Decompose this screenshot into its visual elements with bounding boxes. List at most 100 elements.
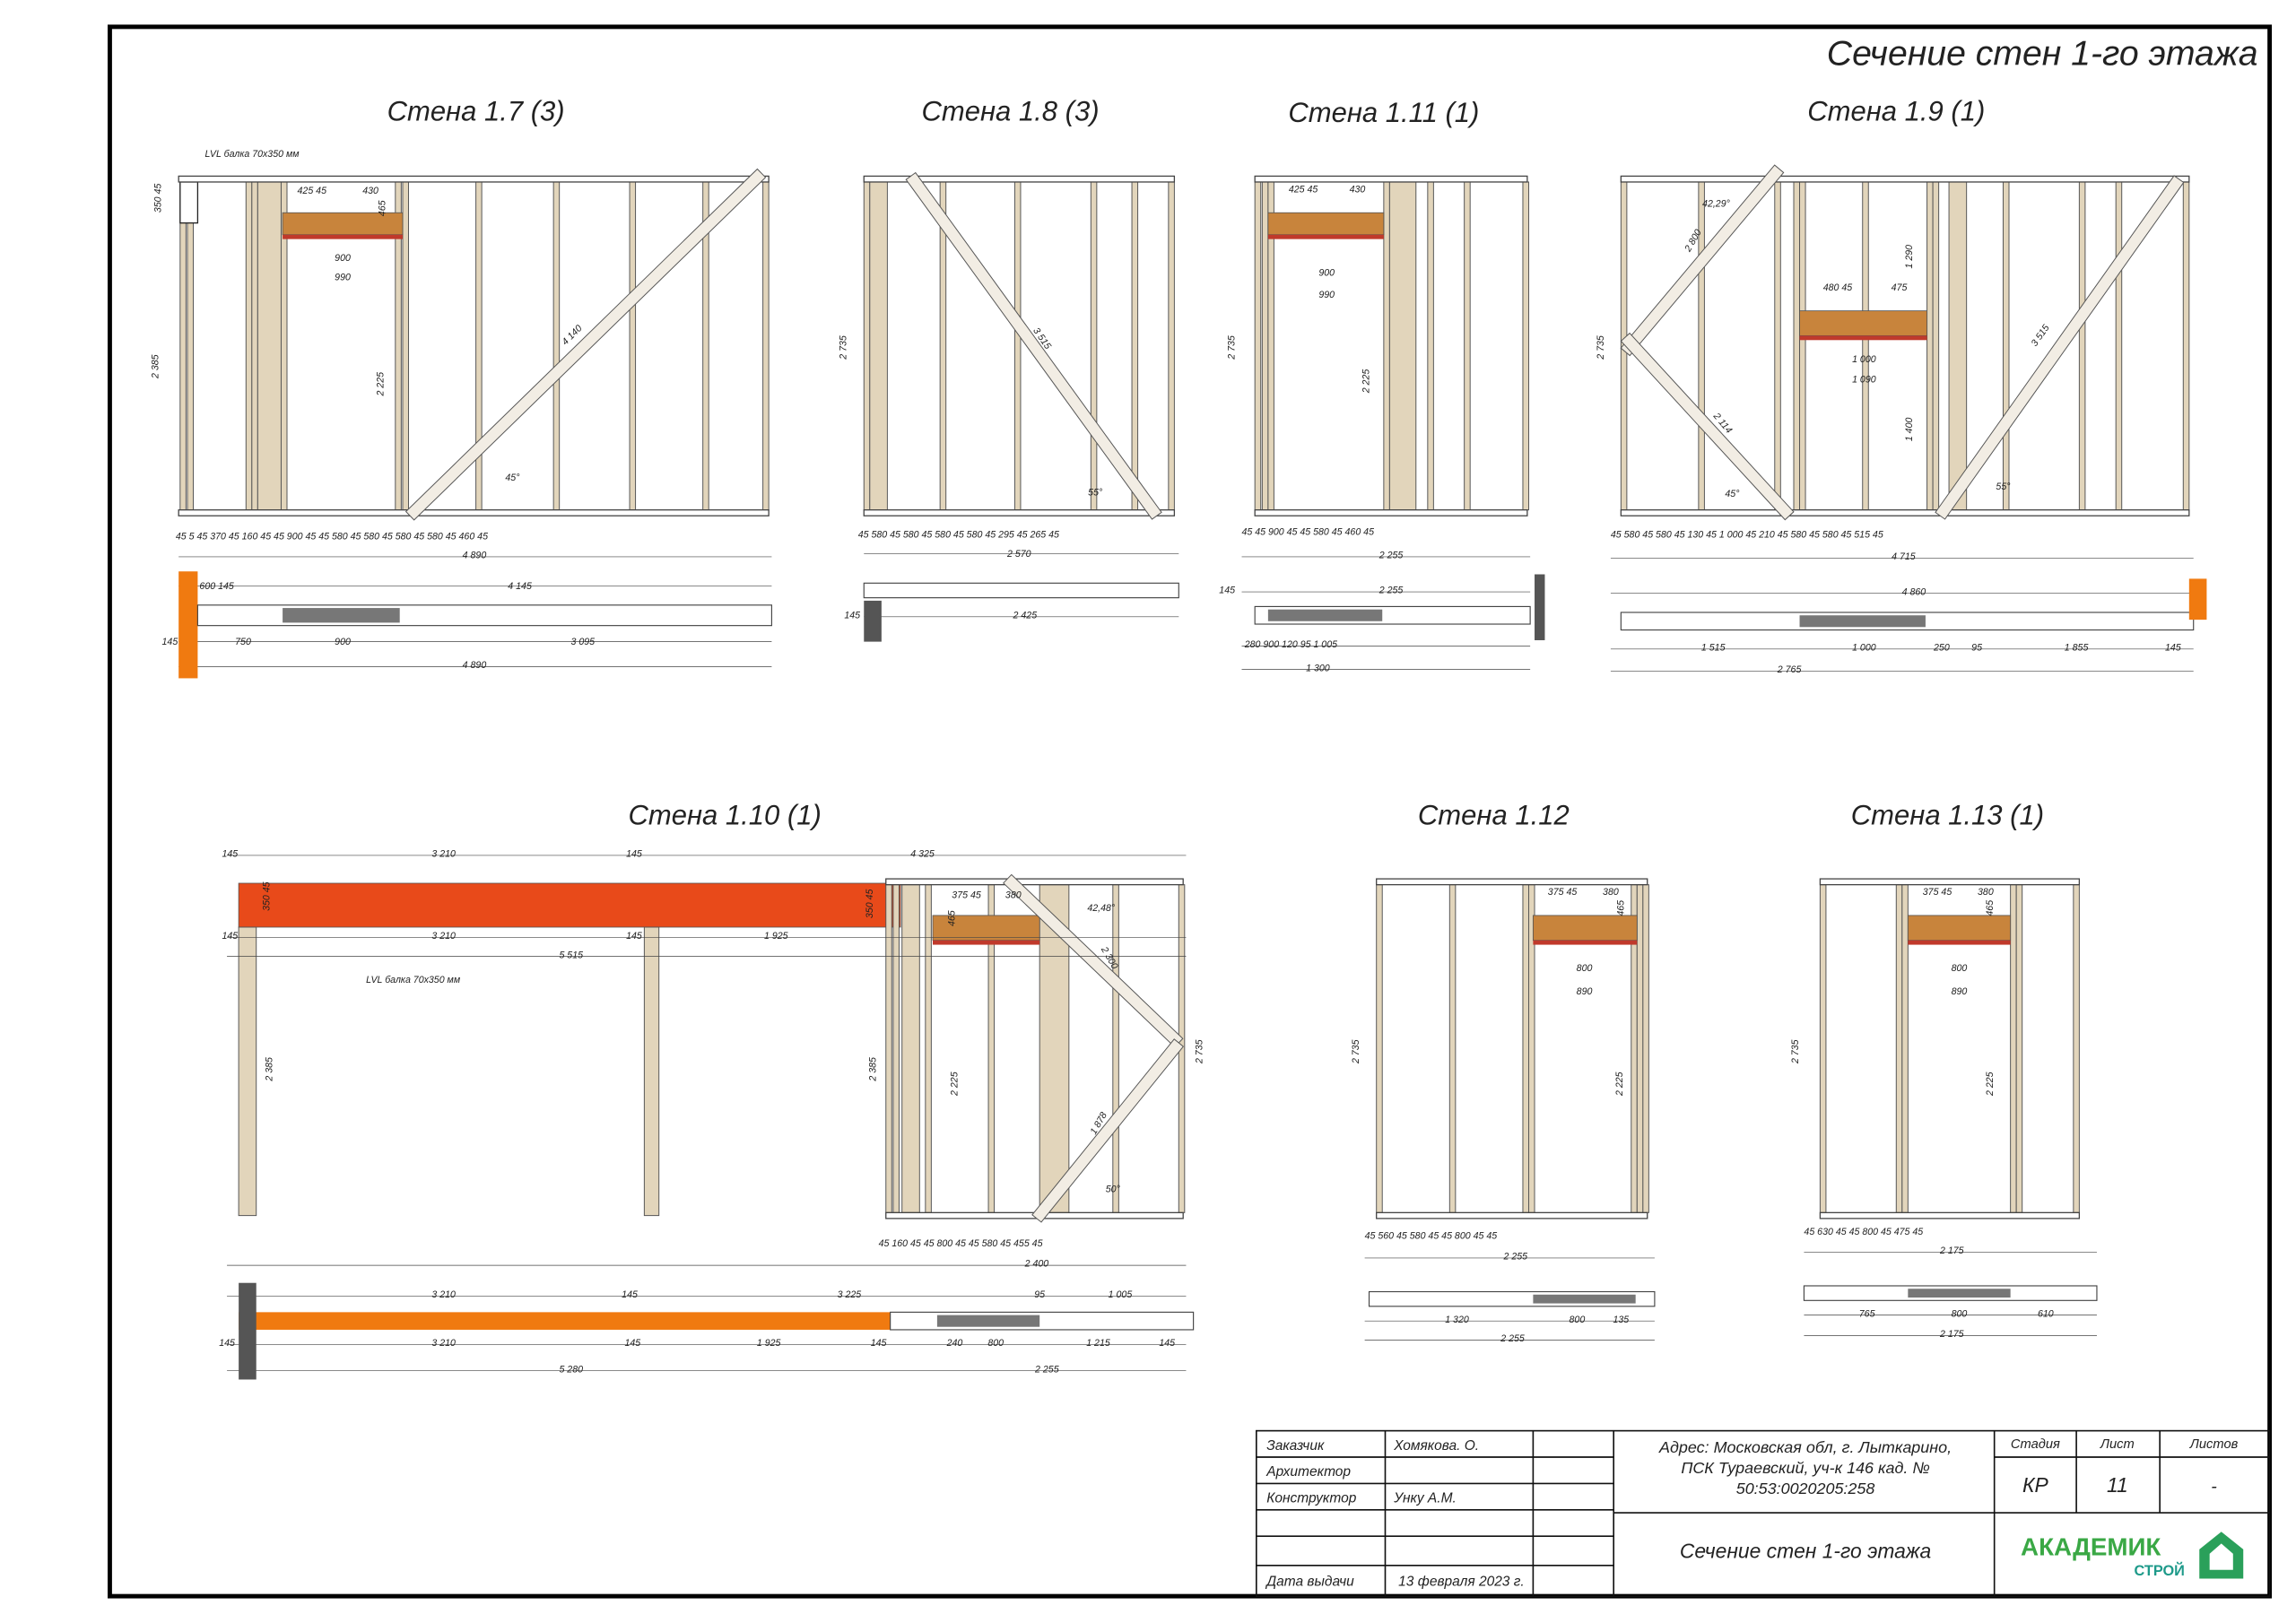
dimension-label: 2 225 — [1614, 1072, 1625, 1097]
dimension-label: 800 — [987, 1338, 1004, 1349]
dimension-label: 45° — [505, 473, 519, 483]
plan-section — [863, 582, 1179, 599]
dimension-label: 280 900 120 95 1 005 — [1244, 639, 1337, 650]
dimension-label: 145 — [871, 1338, 887, 1349]
dimension-label: LVL балка 70х350 мм — [205, 149, 300, 160]
stud — [1642, 884, 1649, 1213]
stud — [1388, 181, 1417, 511]
header-lintel — [1533, 940, 1638, 945]
dimension-label: 4 145 — [508, 581, 532, 592]
dimension-label: 2 225 — [1361, 369, 1372, 395]
bottom-plate — [1620, 509, 2190, 516]
dimension-label: 2 255 — [1503, 1252, 1528, 1263]
dimension-label: 50° — [1106, 1184, 1120, 1194]
customer-value: Хомякова. О. — [1393, 1438, 1479, 1454]
dimension-label: 890 — [1577, 986, 1593, 997]
stud — [1522, 181, 1529, 511]
dimension-label: 1 090 — [1852, 375, 1876, 386]
dimension-label: 800 — [1952, 1308, 1968, 1319]
dimension-label: 380 — [1603, 887, 1619, 898]
logo-main-text: АКАДЕМИК — [2021, 1532, 2161, 1560]
dimension-label: 465 — [377, 200, 387, 216]
dimension-label: 4 890 — [463, 660, 487, 671]
sheets-count: - — [2211, 1477, 2217, 1497]
dimension-label: 1 300 — [1306, 663, 1330, 673]
dimension-label: 2 735 — [1194, 1039, 1205, 1064]
door-opening-plan — [1908, 1289, 2011, 1298]
door-opening-plan — [1533, 1294, 1636, 1304]
stud — [1799, 181, 1806, 511]
dimension-label: 145 — [222, 849, 238, 860]
dimension-label: 480 45 — [1823, 282, 1853, 293]
dimension-label: 610 — [2038, 1308, 2054, 1319]
stud — [2002, 181, 2010, 511]
address-line-3: 50:53:0020205:258 — [1736, 1480, 1875, 1497]
dimension-label: 240 — [946, 1338, 963, 1349]
stud — [1932, 181, 1940, 511]
sheets-label: Листов — [2189, 1437, 2239, 1452]
stud — [1254, 181, 1262, 511]
header-lintel — [933, 940, 1040, 945]
dimension-label: 350 45 — [153, 184, 164, 213]
dimension-label: 2 735 — [1596, 335, 1606, 360]
bottom-plate — [863, 509, 1176, 516]
dimension-label: 145 — [624, 1338, 640, 1349]
dimension-label: 380 — [1978, 887, 1994, 898]
stud — [1112, 884, 1119, 1213]
dimension-label: 3 225 — [838, 1289, 862, 1300]
dimension-label: 145 — [162, 637, 178, 647]
dimension-label: 1 400 — [1904, 418, 1915, 442]
stud — [869, 181, 888, 511]
door-opening-plan — [283, 608, 400, 623]
stud — [475, 181, 483, 511]
stud — [1261, 181, 1269, 511]
dimension-label: 145 — [1159, 1338, 1175, 1349]
dimension-label: 1 290 — [1904, 245, 1915, 269]
dimension-label: 2 385 — [150, 354, 161, 379]
dimension-label: 990 — [1318, 290, 1335, 300]
dimension-label: 750 — [235, 637, 251, 647]
dimension-label: 1 925 — [757, 1338, 781, 1349]
stud — [179, 181, 187, 511]
plan-post — [239, 1282, 257, 1380]
address-line-1: Адрес: Московская обл, г. Лыткарино, — [1658, 1438, 1952, 1456]
dimension-label: 4 325 — [910, 849, 935, 860]
dimension-label: 1 005 — [1109, 1289, 1133, 1300]
stud — [1448, 884, 1457, 1213]
dimension-label: 45 630 45 45 800 45 475 45 — [1804, 1227, 1923, 1237]
dimension-label: LVL балка 70х350 мм — [366, 975, 461, 985]
dimension-label: 475 — [1892, 282, 1908, 293]
dimension-label: 2 400 — [1024, 1259, 1049, 1270]
dimension-label: 145 — [622, 1289, 638, 1300]
header-lintel — [1267, 234, 1384, 239]
dimension-label: 1 000 — [1852, 354, 1876, 365]
dimension-label: 45 580 45 580 45 130 45 1 000 45 210 45 … — [1611, 530, 1883, 541]
stud — [1131, 181, 1139, 511]
title-block: Заказчик Хомякова. О. Архитектор Констру… — [1256, 1429, 2271, 1597]
stud — [1895, 884, 1903, 1213]
stud — [1376, 884, 1383, 1213]
constructor-label: Конструктор — [1266, 1491, 1356, 1506]
stud — [1901, 884, 1909, 1213]
diagonal-brace — [404, 168, 767, 521]
stud — [762, 181, 770, 511]
company-logo: АКАДЕМИК СТРОЙ — [2021, 1532, 2244, 1579]
stud — [1926, 181, 1934, 511]
stud — [238, 926, 257, 1217]
dimension-label: 145 — [1219, 586, 1235, 596]
dimension-label: 2 570 — [1006, 549, 1031, 560]
plan-beam — [2188, 578, 2207, 621]
bottom-plate — [178, 509, 770, 516]
stud — [402, 181, 409, 511]
dimension-label: 145 — [626, 931, 642, 942]
dimension-label: 45 45 900 45 45 580 45 460 45 — [1241, 526, 1374, 537]
wall-title: Стена 1.11 (1) — [1288, 97, 1479, 128]
stud — [2115, 181, 2123, 511]
dimension-label: 2 255 — [1034, 1364, 1059, 1375]
dimension-label: 600 145 — [199, 581, 233, 592]
sheet-number: 11 — [2107, 1473, 2128, 1497]
